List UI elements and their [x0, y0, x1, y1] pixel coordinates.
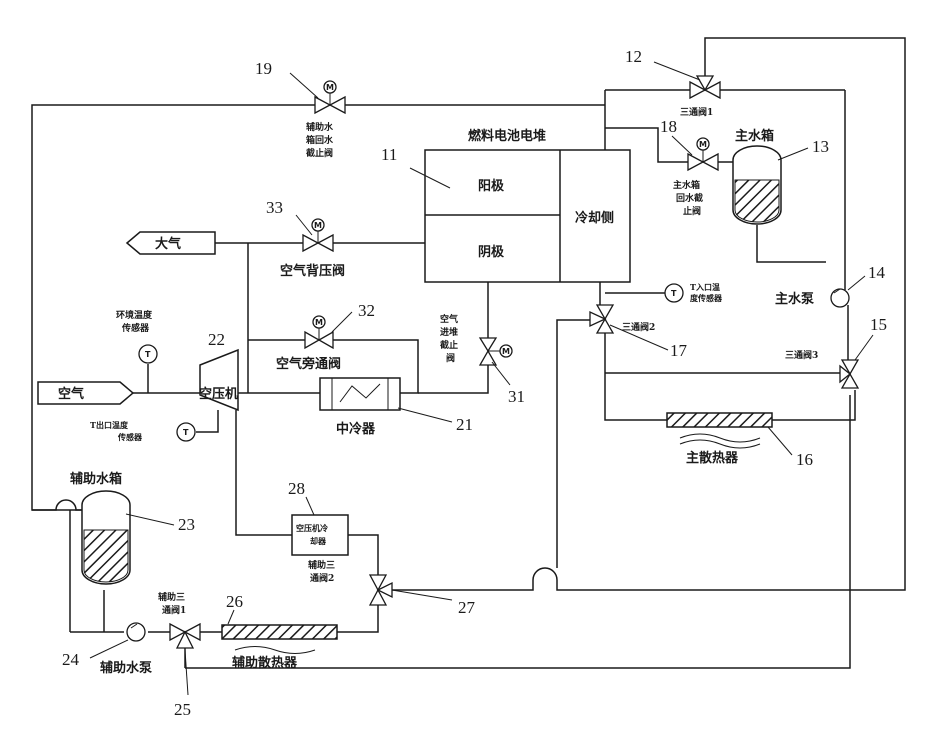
- svg-text:进堆: 进堆: [440, 326, 458, 338]
- atmosphere-label: 大气: [155, 236, 181, 252]
- main-tank-label: 主水箱: [735, 128, 774, 144]
- three-way-valve-1-label: 三通阀1: [680, 106, 713, 118]
- ambient-temp-sensor: T 环境温度 传感器: [116, 309, 157, 363]
- compressor-outlet-temp-sensor: T T出口温度 传感器: [90, 420, 195, 442]
- svg-text:26: 26: [226, 592, 243, 611]
- compressor: 空压机 22: [199, 330, 238, 410]
- air-bypass-valve: M 空气旁通阀 32: [276, 301, 375, 372]
- aux-radiator-label: 辅助散热器: [232, 655, 298, 671]
- svg-text:箱回水: 箱回水: [306, 134, 334, 146]
- fuel-cell-stack: 燃料电池电堆 阳极 阴极 冷却侧: [425, 128, 630, 282]
- aux-radiator: 辅助散热器 26: [222, 592, 337, 671]
- aux-pump-label: 辅助水泵: [100, 660, 152, 676]
- main-water-tank: 主水箱 13: [733, 128, 829, 224]
- svg-text:11: 11: [381, 145, 397, 164]
- intercooler-label: 中冷器: [336, 421, 376, 437]
- backpressure-valve-label: 空气背压阀: [280, 263, 345, 279]
- svg-text:33: 33: [266, 198, 283, 217]
- intercooler: 中冷器 21: [320, 378, 473, 437]
- main-water-pump: 主水泵 14: [775, 263, 886, 307]
- three-way-valve-2-label: 三通阀2: [622, 321, 655, 333]
- aux-tank-return-stop-valve: M 辅助水 箱回水 截止阀 19: [255, 59, 345, 159]
- svg-text:截止: 截止: [440, 339, 458, 351]
- svg-text:环境温度: 环境温度: [116, 309, 153, 321]
- three-way-valve-3: 三通阀3 15: [785, 315, 887, 388]
- svg-text:21: 21: [456, 415, 473, 434]
- air-inlet: 空气: [38, 382, 133, 404]
- svg-text:24: 24: [62, 650, 80, 669]
- anode-label: 阳极: [478, 178, 505, 194]
- svg-text:空气: 空气: [440, 313, 458, 325]
- svg-text:通阀2: 通阀2: [310, 572, 334, 584]
- motor-icon: M: [315, 318, 323, 327]
- svg-text:12: 12: [625, 47, 642, 66]
- three-way-valve-3-label: 三通阀3: [785, 349, 818, 361]
- svg-text:27: 27: [458, 598, 476, 617]
- compressor-cooler: 空压机冷 却器 28: [288, 479, 348, 555]
- svg-text:T入口温: T入口温: [690, 282, 720, 292]
- main-tank-return-stop-valve: M 主水箱 回水截 止阀 18: [660, 117, 718, 217]
- cathode-label: 阴极: [478, 244, 505, 260]
- svg-text:T出口温度: T出口温度: [90, 420, 129, 430]
- svg-text:止阀: 止阀: [683, 205, 701, 217]
- aux-tank-label: 辅助水箱: [70, 471, 122, 487]
- motor-icon: M: [502, 347, 510, 356]
- svg-text:却器: 却器: [310, 536, 327, 546]
- svg-text:截止阀: 截止阀: [306, 147, 333, 159]
- svg-text:传感器: 传感器: [117, 432, 143, 442]
- compressor-label: 空压机: [199, 386, 238, 402]
- svg-text:阀: 阀: [446, 352, 455, 364]
- svg-text:16: 16: [796, 450, 813, 469]
- svg-text:13: 13: [812, 137, 829, 156]
- svg-text:14: 14: [868, 263, 886, 282]
- motor-icon: M: [326, 83, 334, 92]
- motor-icon: M: [314, 221, 322, 230]
- svg-text:主水箱: 主水箱: [673, 179, 700, 191]
- svg-text:辅助水: 辅助水: [306, 121, 334, 133]
- svg-text:空压机冷: 空压机冷: [296, 523, 328, 533]
- svg-text:22: 22: [208, 330, 225, 349]
- svg-text:辅助三: 辅助三: [158, 591, 185, 603]
- motor-icon: M: [699, 140, 707, 149]
- aux-three-way-valve-1: 辅助三 通阀1 25: [158, 591, 200, 719]
- main-pump-label: 主水泵: [775, 291, 814, 307]
- svg-text:17: 17: [670, 341, 688, 360]
- bypass-valve-label: 空气旁通阀: [276, 356, 341, 372]
- svg-text:23: 23: [178, 515, 195, 534]
- atmosphere-outlet: 大气: [127, 232, 215, 254]
- svg-text:28: 28: [288, 479, 305, 498]
- temp-icon: T: [183, 428, 189, 437]
- svg-text:31: 31: [508, 387, 525, 406]
- stack-title: 燃料电池电堆: [468, 128, 546, 144]
- main-radiator: 主散热器 16: [667, 413, 813, 469]
- svg-text:回水截: 回水截: [676, 192, 703, 204]
- temp-icon: T: [671, 289, 677, 298]
- stack-inlet-temp-sensor: T T入口温 度传感器: [665, 282, 723, 303]
- aux-water-pump: 辅助水泵 24: [62, 623, 152, 676]
- svg-text:度传感器: 度传感器: [690, 293, 723, 303]
- svg-text:传感器: 传感器: [121, 322, 150, 334]
- svg-text:32: 32: [358, 301, 375, 320]
- cooling-side-label: 冷却侧: [575, 210, 614, 226]
- air-backpressure-valve: M 空气背压阀 33: [266, 198, 345, 279]
- temp-icon: T: [145, 350, 151, 359]
- svg-text:通阀1: 通阀1: [162, 604, 186, 616]
- svg-text:15: 15: [870, 315, 887, 334]
- svg-text:25: 25: [174, 700, 191, 719]
- svg-text:19: 19: [255, 59, 272, 78]
- aux-three-way-valve-2: 辅助三 通阀2 27: [308, 559, 476, 617]
- svg-text:18: 18: [660, 117, 677, 136]
- air-inlet-label: 空气: [58, 386, 84, 402]
- aux-water-tank: 辅助水箱 23: [70, 471, 195, 584]
- svg-text:辅助三: 辅助三: [308, 559, 335, 571]
- main-radiator-label: 主散热器: [686, 450, 739, 466]
